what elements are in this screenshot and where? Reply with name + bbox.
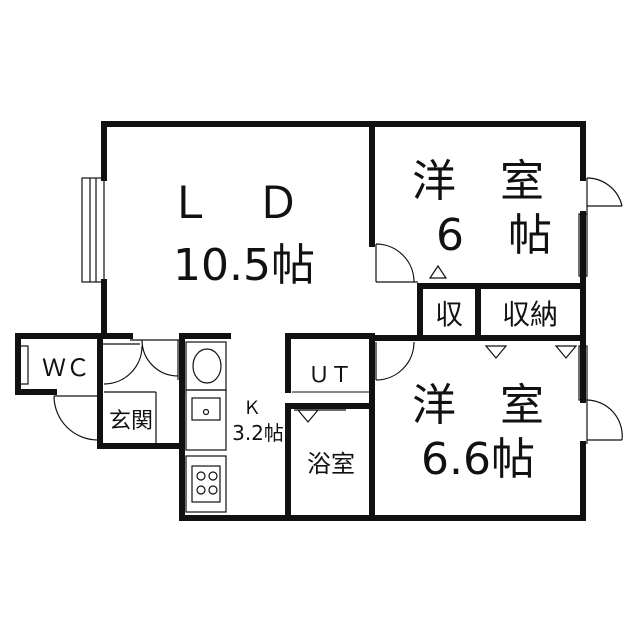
- western-room-1-label: 洋 室: [412, 156, 544, 207]
- ld-size-label: 10.5帖: [173, 240, 315, 291]
- closet-markers: [294, 264, 578, 423]
- windows: [17, 177, 588, 401]
- entrance-label: 玄関: [109, 409, 153, 434]
- bathroom-label: 浴室: [307, 450, 355, 478]
- western-room-2-size-label: 6.6帖: [421, 434, 535, 485]
- ld-label: Ｌ Ｄ: [168, 178, 300, 229]
- toilet-label: ＷＣ: [42, 354, 90, 382]
- western-room-2-label: 洋 室: [412, 380, 544, 431]
- closet-small-label: 収: [435, 298, 463, 331]
- western-room-1-size-label: 6 帖: [436, 210, 552, 261]
- kitchen-size-label: 3.2帖: [232, 421, 284, 445]
- kitchen-fixtures: [185, 341, 227, 513]
- utility-label: ＵＴ: [308, 363, 352, 388]
- closet-large-label: 収納: [502, 298, 558, 331]
- kitchen-label: Ｋ: [243, 398, 261, 419]
- doors: [53, 177, 623, 446]
